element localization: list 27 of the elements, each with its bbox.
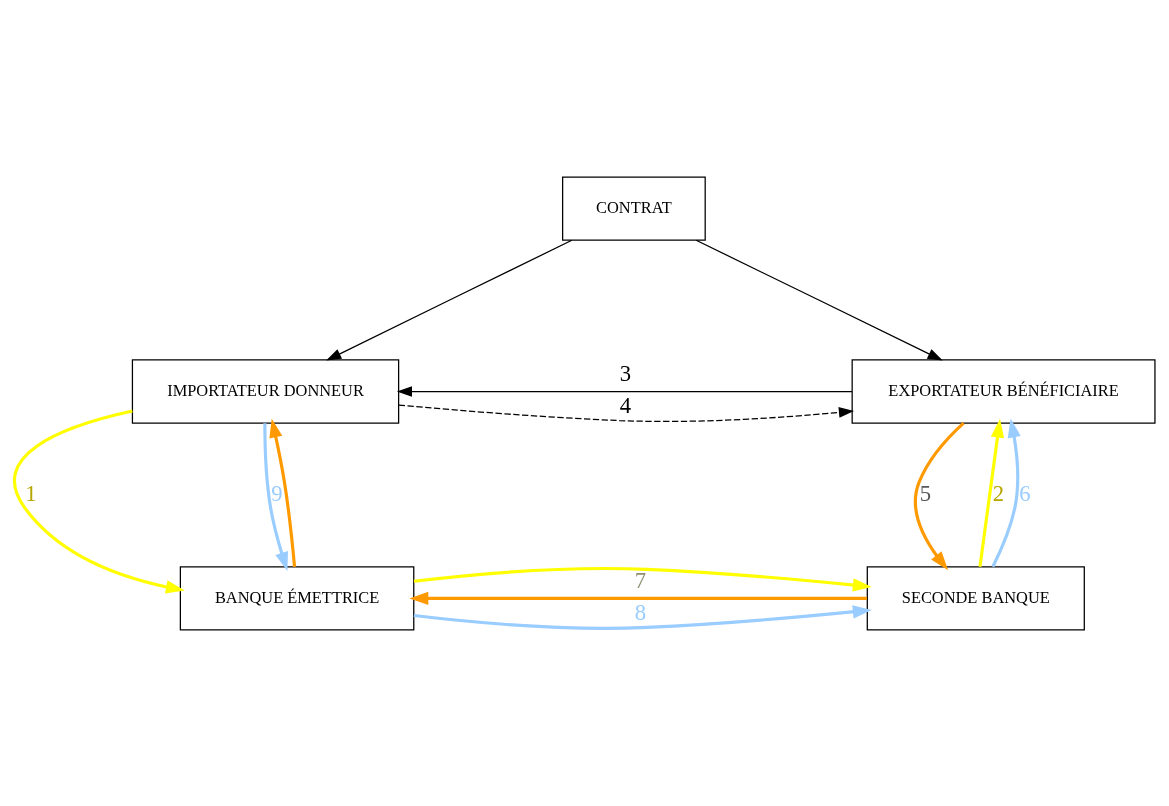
edge-label: 7 [634,567,647,593]
arrow [326,239,573,361]
arrow [978,418,1005,567]
edge-label: 2 [992,480,1005,506]
arrow [263,422,288,571]
arrow [695,239,943,361]
edge-label: 6 [1019,480,1031,506]
arrow [409,591,867,605]
node-box: IMPORTATEUR DONNEUR [131,358,400,424]
arrow [913,421,965,570]
edge-label: 8 [634,599,647,625]
arrow [396,385,853,397]
edge-label: 4 [619,392,632,418]
node-box: SECONDE BANQUE [866,565,1085,631]
edge-label: 5 [919,480,932,506]
arrow [398,403,855,422]
arrow [269,418,297,567]
arrow [991,418,1021,567]
node-box: EXPORTATEUR BÉNÉFICIAIRE [851,358,1156,424]
edge-label: 9 [271,480,283,506]
arrow [413,604,872,630]
arrow [13,409,185,593]
node-box: BANQUE ÉMETTRICE [179,565,415,631]
arrow [413,566,872,592]
edge-label: 3 [619,360,632,386]
node-box: CONTRAT [562,175,706,241]
edge-label: 1 [25,480,37,506]
